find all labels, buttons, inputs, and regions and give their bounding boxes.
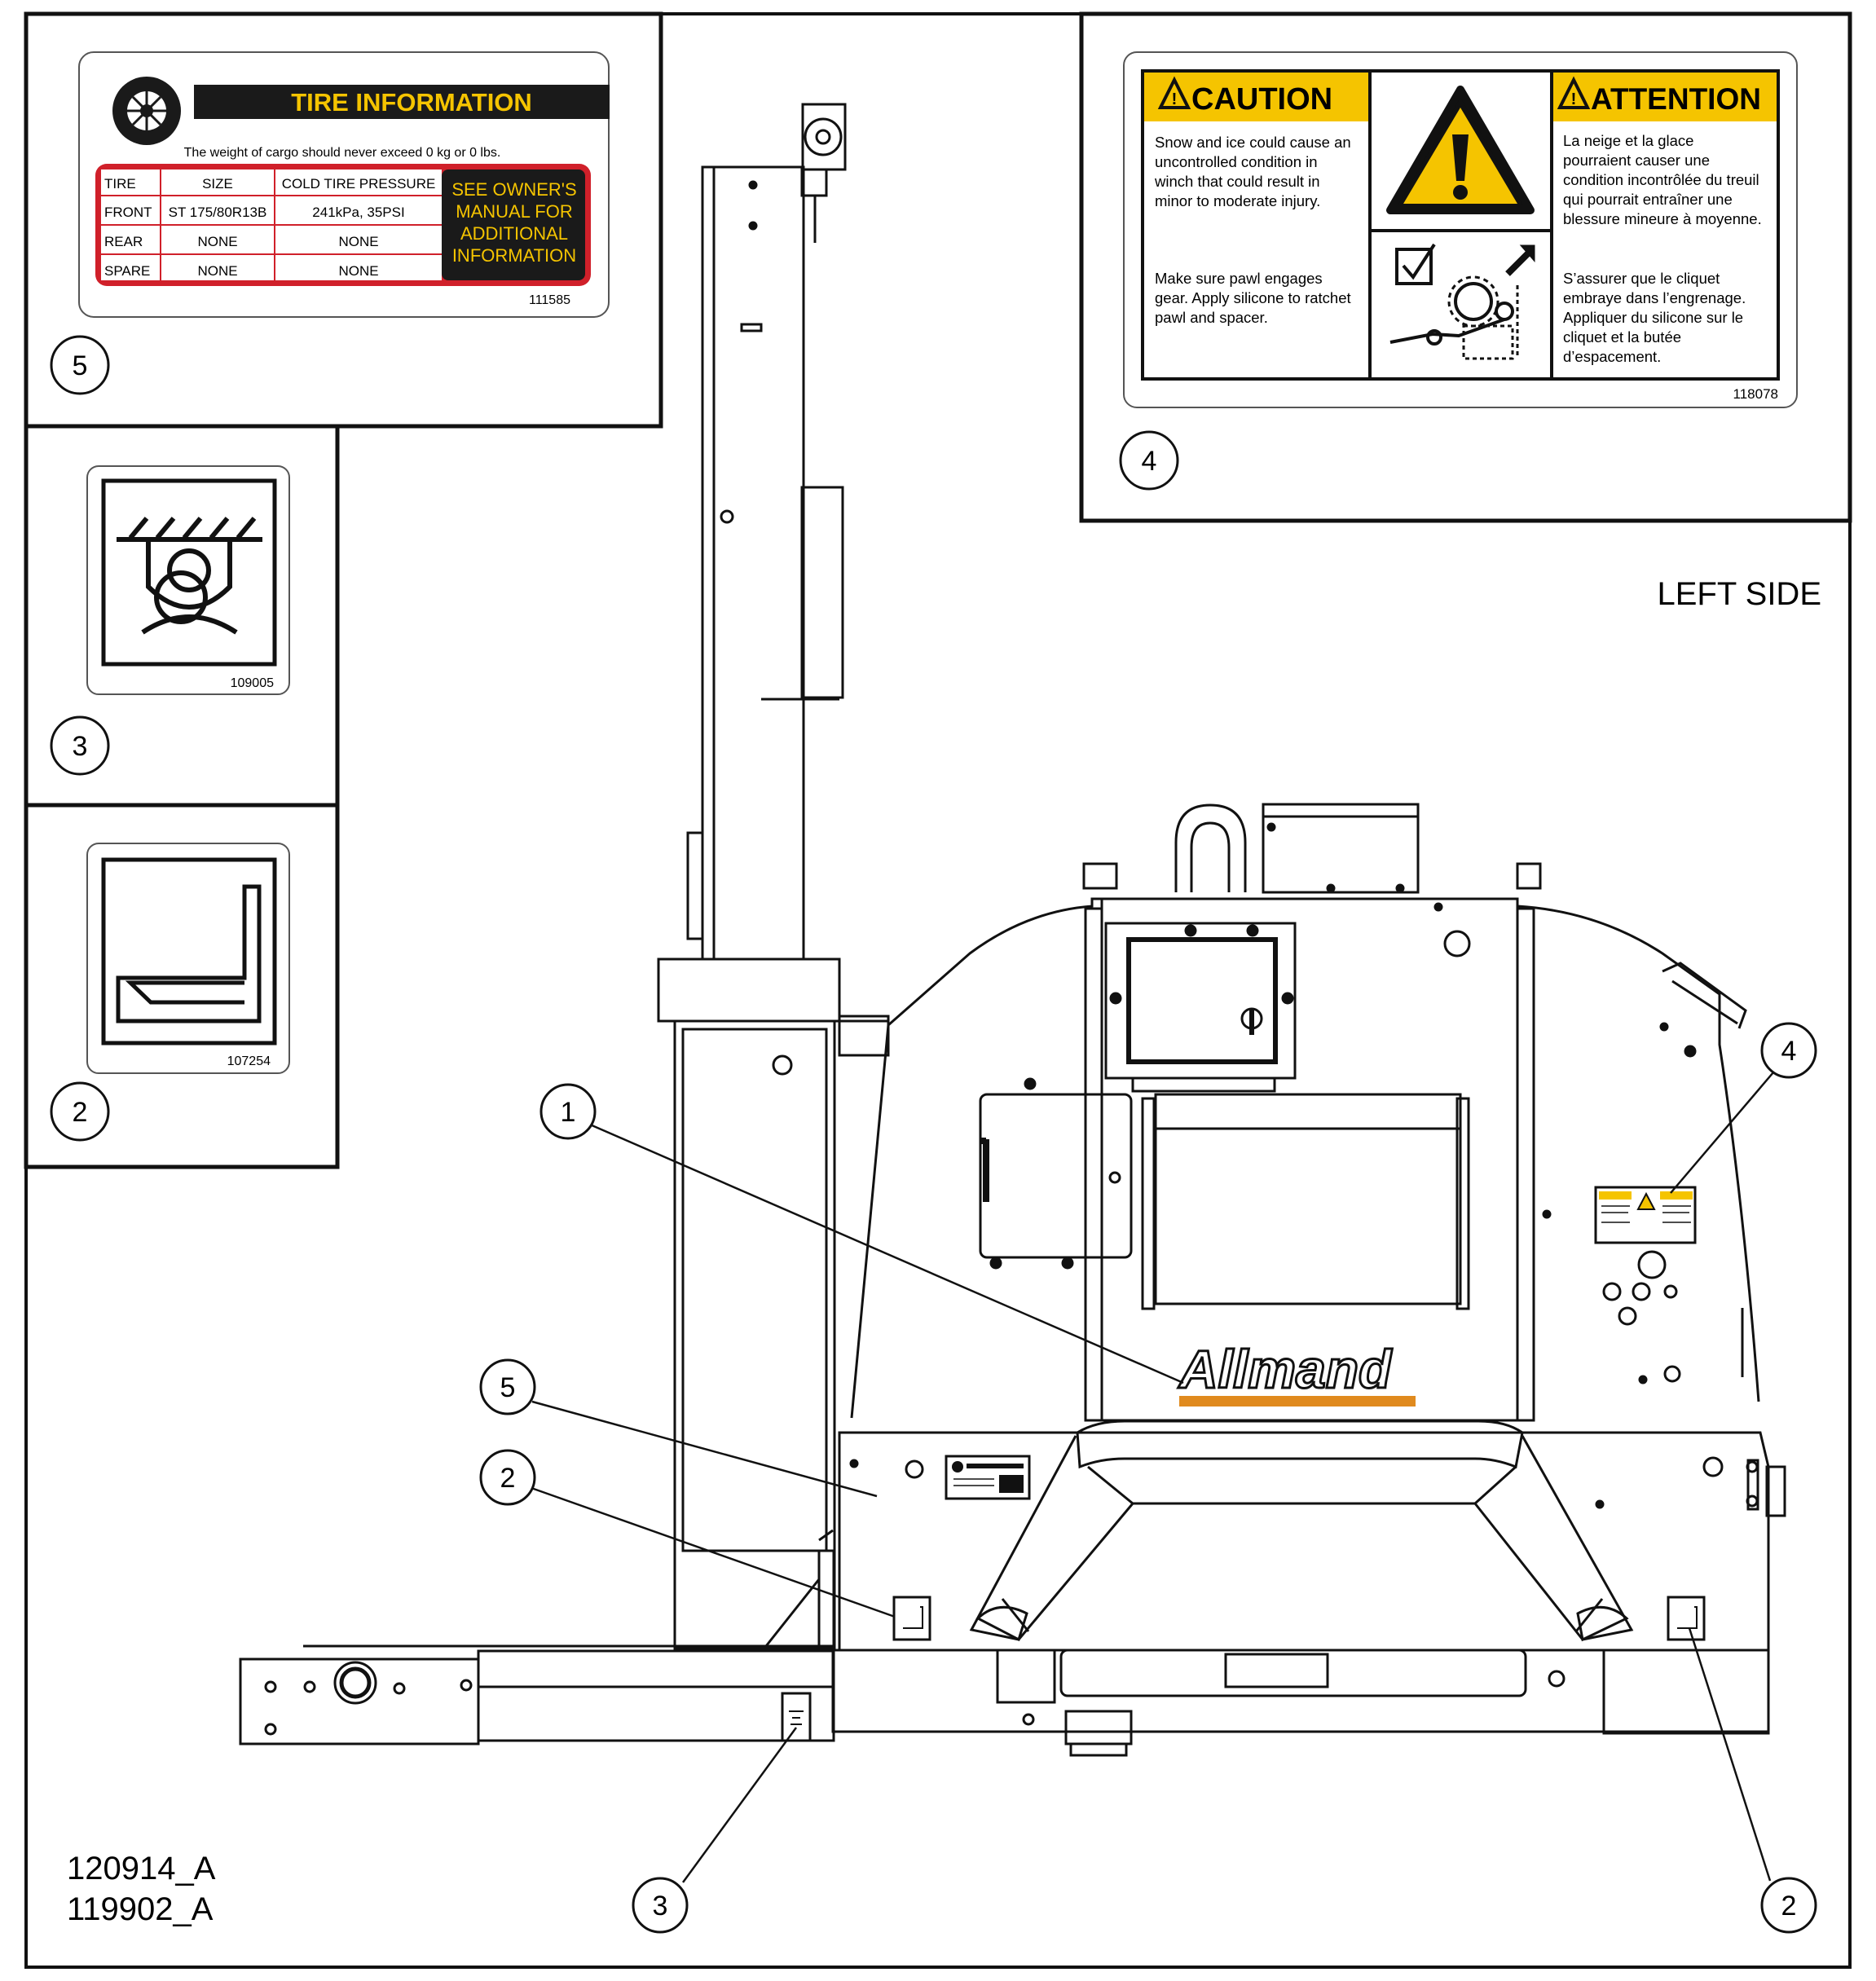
machine-drawing (239, 103, 1786, 1757)
caution-en-hazard-4: minor to moderate injury. (1155, 192, 1320, 209)
attention-title: ATTENTION (1591, 82, 1761, 116)
warning-triangle-icon (1386, 86, 1535, 214)
decal-107254-front (892, 1596, 931, 1641)
see-manual-line-1: SEE OWNER'S (451, 179, 576, 200)
brand-logo: Allmand (1177, 1338, 1416, 1407)
tire-header-tire: TIRE (104, 176, 136, 191)
caution-fr-action-4: cliquet et la butée (1563, 328, 1681, 346)
lift-point-icon (117, 517, 262, 635)
brand-logo-text: Allmand (1178, 1339, 1393, 1399)
lift-label-part-number: 109005 (231, 676, 274, 690)
tire-label-part-number: 111585 (529, 293, 570, 307)
caution-en-hazard-2: uncontrolled condition in (1155, 153, 1318, 170)
tire-header-pressure: COLD TIRE PRESSURE (282, 176, 436, 191)
tire-label-title: TIRE INFORMATION (291, 88, 532, 117)
svg-text:3: 3 (653, 1891, 668, 1922)
callout-leaders (531, 1072, 1774, 1883)
callout-5: 5 (479, 1358, 536, 1415)
panel-number-caution: 4 (1142, 446, 1157, 477)
panel-lift-label: 109005 3 (24, 424, 340, 808)
view-label: LEFT SIDE (1657, 576, 1821, 612)
callout-1: 1 (539, 1083, 597, 1140)
tire-row-front-pressure: 241kPa, 35PSI (312, 205, 404, 220)
panel-forklift-label: 107254 2 (24, 803, 340, 1169)
caution-fr-hazard-3: condition incontrôlée du treuil (1563, 171, 1759, 188)
panel-number-tire: 5 (73, 350, 88, 381)
tire-row-rear-pressure: NONE (338, 234, 378, 249)
caution-en-hazard-1: Snow and ice could cause an (1155, 134, 1351, 151)
svg-text:2: 2 (500, 1463, 516, 1494)
tire-icon (112, 77, 181, 145)
svg-text:5: 5 (500, 1372, 516, 1403)
tire-header-size: SIZE (202, 176, 233, 191)
pawl-gear-icon (1389, 243, 1535, 360)
panel-number-forklift: 2 (73, 1097, 88, 1128)
tire-row-rear-size: NONE (197, 234, 237, 249)
caution-en-hazard-3: winch that could result in (1154, 173, 1320, 190)
tire-row-spare-size: NONE (197, 263, 237, 279)
caution-fr-action-3: Appliquer du silicone sur le (1563, 309, 1743, 326)
tire-row-front-size: ST 175/80R13B (169, 205, 267, 220)
svg-text:4: 4 (1781, 1036, 1797, 1067)
decal-118078 (1594, 1186, 1697, 1244)
tire-row-spare-pressure: NONE (338, 263, 378, 279)
panel-caution-label: ! CAUTION ! ATTENTION (1079, 11, 1852, 523)
panel-number-lift: 3 (73, 731, 88, 762)
caution-en-action-1: Make sure pawl engages (1155, 270, 1323, 287)
decal-107254-rear (1667, 1596, 1706, 1641)
tire-row-spare-name: SPARE (104, 263, 150, 279)
tire-label-warning: The weight of cargo should never exceed … (184, 146, 501, 160)
svg-text:1: 1 (561, 1097, 576, 1128)
callout-3: 3 (632, 1877, 689, 1934)
caution-title: CAUTION (1191, 82, 1332, 117)
decal-111585 (945, 1455, 1031, 1500)
caution-fr-action-5: d’espacement. (1563, 348, 1661, 365)
tire-row-front-name: FRONT (104, 205, 152, 220)
forklift-icon (116, 884, 262, 1024)
caution-fr-hazard-4: qui pourrait entraîner une (1563, 191, 1733, 208)
caution-fr-hazard-2: pourraient causer une (1563, 152, 1710, 169)
callout-2-front: 2 (479, 1449, 536, 1506)
drawing-number-2: 119902_A (67, 1891, 214, 1927)
caution-fr-hazard-1: La neige et la glace (1563, 132, 1693, 149)
caution-fr-hazard-5: blessure mineure à moyenne. (1563, 210, 1762, 227)
see-manual-line-4: INFORMATION (452, 245, 576, 266)
callout-2-rear: 2 (1760, 1877, 1817, 1934)
drawing-number-1: 120914_A (67, 1851, 216, 1886)
caution-en-action-2: gear. Apply silicone to ratchet (1155, 289, 1351, 306)
forklift-label-part-number: 107254 (227, 1054, 271, 1068)
svg-text:!: ! (1571, 90, 1577, 108)
caution-alert-icon (1157, 76, 1191, 109)
attention-alert-icon (1557, 76, 1591, 109)
caution-en-action-3: pawl and spacer. (1155, 309, 1268, 326)
decal-109005 (781, 1692, 812, 1742)
svg-text:2: 2 (1781, 1891, 1797, 1922)
see-manual-line-3: ADDITIONAL (460, 223, 568, 244)
callout-4: 4 (1760, 1022, 1817, 1079)
caution-fr-action-1: S’assurer que le cliquet (1563, 270, 1720, 287)
panel-tire-label: TIRE INFORMATION The weight of cargo sho… (24, 11, 663, 429)
svg-text:!: ! (1172, 90, 1178, 108)
caution-fr-action-2: embraye dans l’engrenage. (1563, 289, 1746, 306)
tire-row-rear-name: REAR (104, 234, 143, 249)
see-manual-line-2: MANUAL FOR (456, 201, 572, 222)
caution-label-part-number: 118078 (1733, 386, 1778, 402)
